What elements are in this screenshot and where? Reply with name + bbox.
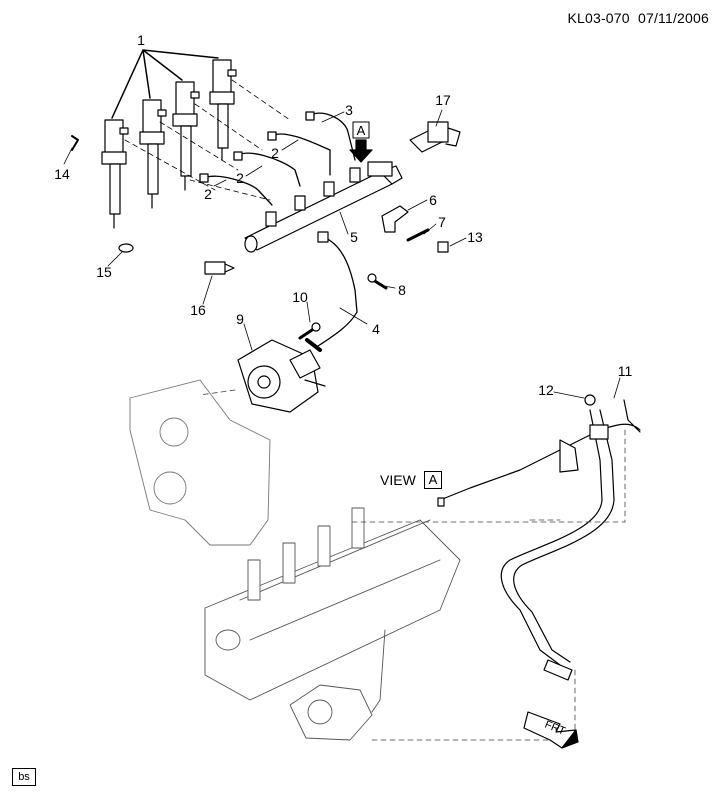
injector: [139, 99, 167, 209]
callout-14: 14: [54, 166, 70, 182]
injector-group: [101, 49, 237, 229]
diagram-date: 07/11/2006: [637, 10, 709, 26]
callout-4: 4: [372, 321, 380, 337]
callout-15: 15: [96, 264, 112, 280]
footer-badge: bs: [12, 768, 36, 786]
fuel-rail: [244, 161, 403, 253]
callout-5: 5: [350, 229, 358, 245]
callout-2: 2: [271, 145, 279, 161]
engine-block-outline: [129, 379, 271, 546]
view-prefix: VIEW: [380, 472, 416, 488]
pressure-regulator: [409, 121, 461, 153]
callout-11: 11: [617, 363, 633, 379]
diagram-code: KL03-070: [567, 10, 630, 26]
callout-leaders: [63, 109, 621, 399]
callout-7: 7: [438, 214, 446, 230]
view-letter-box: A: [424, 471, 442, 489]
high-pressure-pump: [237, 339, 326, 413]
callout-16: 16: [190, 302, 206, 318]
fuel-lines: [199, 111, 356, 206]
pressure-line: [317, 236, 358, 347]
nut: [437, 241, 449, 253]
injector: [209, 59, 237, 161]
line-fitting: [317, 231, 329, 243]
callout-17: 17: [435, 92, 451, 108]
bracket: [381, 205, 409, 233]
return-hose-assembly: [437, 399, 641, 681]
front-arrow-icon: [523, 711, 579, 749]
fuel-line-nut: [584, 394, 596, 406]
callout-3: 3: [345, 102, 353, 118]
callout-1: 1: [137, 32, 145, 48]
callout-8: 8: [398, 282, 406, 298]
callout-10: 10: [292, 289, 308, 305]
sensor: [204, 261, 226, 275]
callout-6: 6: [429, 192, 437, 208]
cylinder-head-assembly: [204, 507, 461, 701]
svg-text:A: A: [357, 123, 366, 138]
callout-12: 12: [538, 382, 554, 398]
washer: [118, 243, 134, 253]
callout-2: 2: [204, 186, 212, 202]
stud: [406, 228, 430, 242]
relationship-lines: [199, 389, 626, 741]
view-a-label: VIEW: [380, 472, 416, 488]
down-arrow-icon: [349, 139, 373, 163]
view-a-box: [352, 121, 370, 139]
callout-2: 2: [236, 170, 244, 186]
lower-pump-outline: [289, 684, 373, 741]
injector: [101, 119, 129, 229]
callout-13: 13: [467, 229, 483, 245]
callout-9: 9: [236, 311, 244, 327]
line-fitting: [305, 338, 322, 352]
clip: [71, 135, 79, 151]
injector: [172, 81, 200, 191]
diagram-header: KL03-070 07/11/2006: [567, 10, 709, 26]
